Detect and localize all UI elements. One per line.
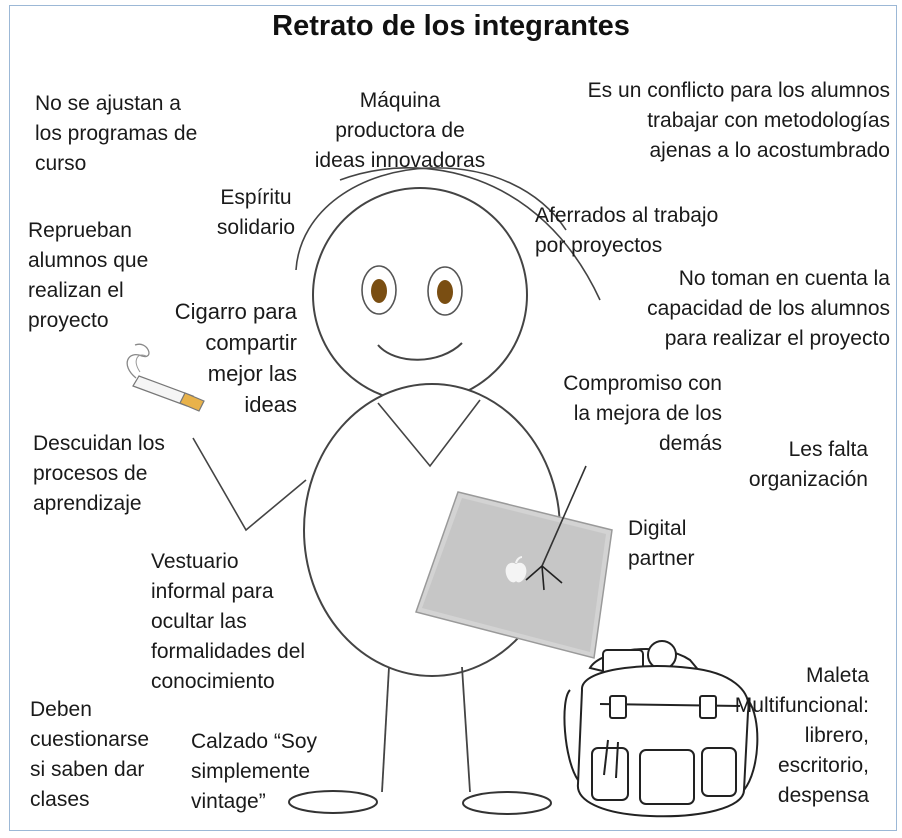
label-les-falta: Les falta organización (748, 438, 868, 491)
page-title: Retrato de los integrantes (272, 10, 630, 42)
mouth (377, 342, 463, 361)
label-espiritu: Espíritu solidario (216, 186, 296, 239)
label-vestuario: Vestuario informal para ocultar las form… (151, 550, 306, 693)
right-foot (462, 791, 552, 815)
label-cigarro: Cigarro para compartir mejor las ideas (174, 299, 297, 417)
hair-left (295, 167, 567, 271)
label-descuidan: Descuidan los procesos de aprendizaje (33, 432, 165, 515)
left-iris (371, 279, 387, 303)
right-leg (461, 666, 471, 793)
hair-right (339, 166, 601, 301)
label-maleta: Maleta Multifuncional: librero, escritor… (734, 664, 869, 807)
backpack-icon (563, 640, 759, 818)
laptop-icon (415, 491, 613, 659)
head (312, 187, 528, 403)
label-compromiso: Compromiso con la mejora de los demás (563, 372, 722, 455)
label-conflicto: Es un conflicto para los alumnos trabaja… (587, 79, 890, 162)
cigarette-icon (126, 343, 205, 412)
label-reprueban: Reprueban alumnos que realizan el proyec… (28, 219, 149, 332)
right-hand (525, 565, 563, 591)
label-deben: Deben cuestionarse si saben dar clases (30, 698, 150, 811)
label-calzado: Calzado “Soy simplemente vintage” (191, 730, 318, 813)
left-arm (192, 437, 307, 532)
right-iris (437, 280, 453, 304)
label-no-toman: No toman en cuenta la capacidad de los a… (647, 267, 890, 350)
label-aferrados: Aferrados al trabajo por proyectos (535, 204, 719, 257)
collar (377, 399, 481, 468)
left-foot (288, 790, 378, 814)
label-no-se-ajustan: No se ajustan a los programas de curso (35, 92, 198, 175)
left-leg (381, 666, 390, 793)
apple-logo-icon (505, 556, 527, 583)
label-maquina: Máquina productora de ideas innovadoras (314, 89, 486, 172)
right-arm (541, 465, 587, 567)
label-digital: Digital partner (628, 517, 695, 570)
